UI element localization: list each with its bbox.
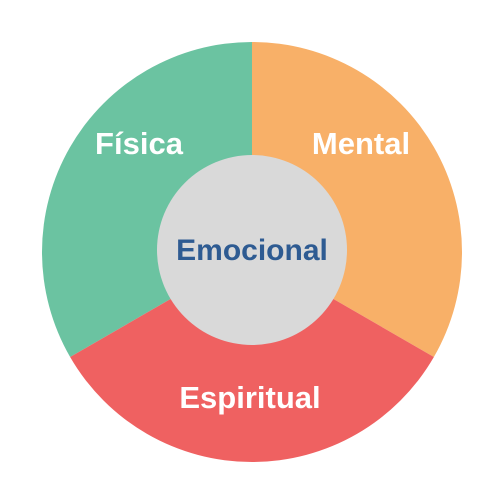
segment-label-espiritual: Espiritual (179, 380, 320, 415)
center-circle (157, 155, 347, 345)
segment-label-mental: Mental (312, 126, 410, 161)
segment-espiritual (70, 252, 434, 463)
center-label: Emocional (176, 234, 328, 267)
segment-label-fisica: Física (95, 126, 184, 161)
